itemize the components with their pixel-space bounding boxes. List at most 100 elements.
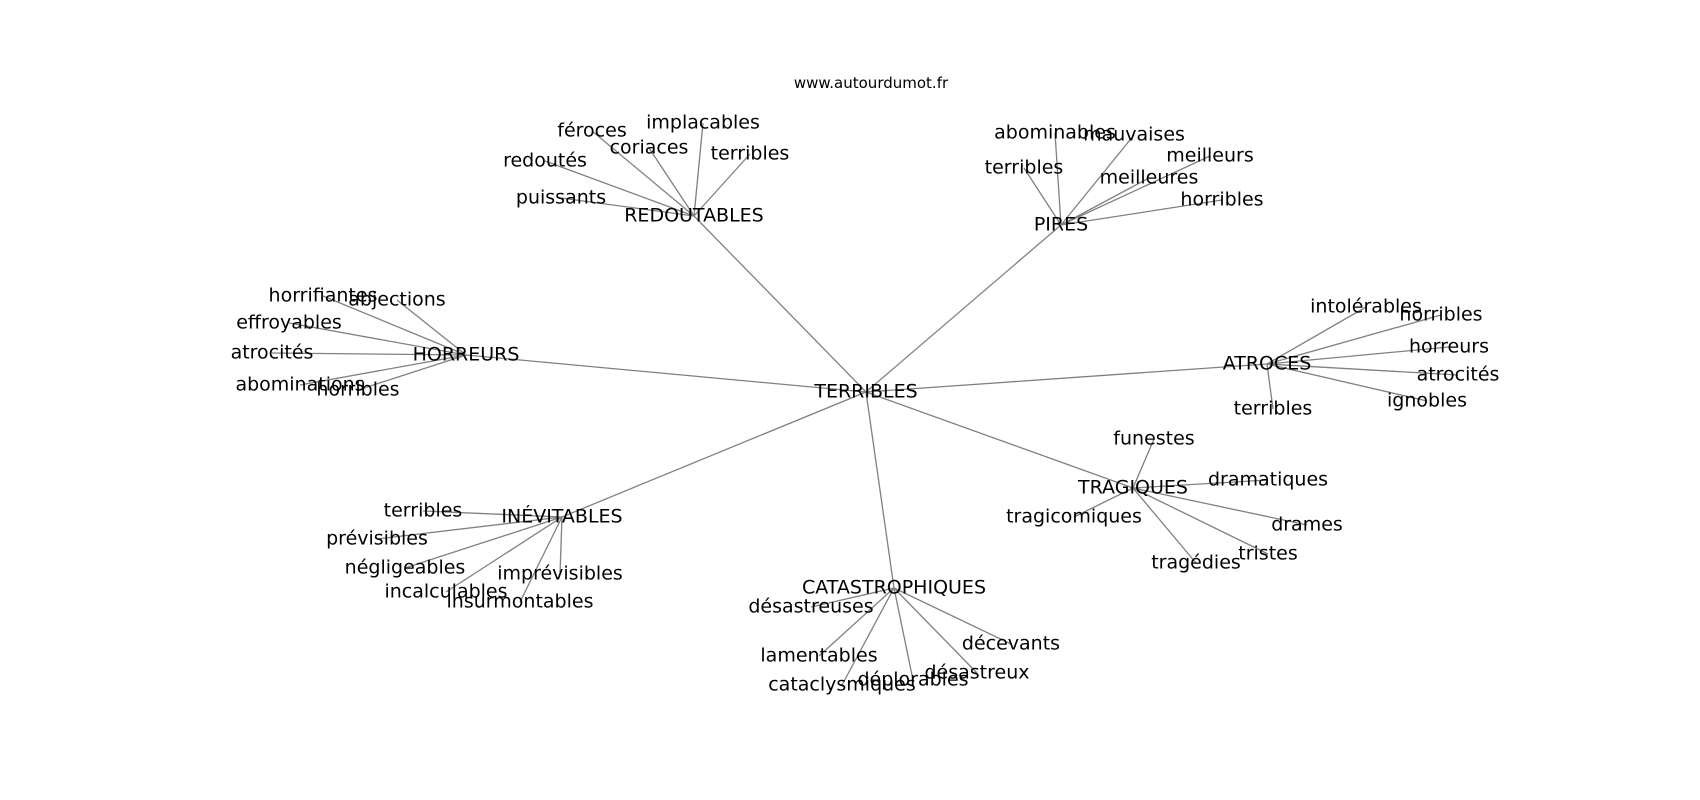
leaf-node[interactable]: meilleures [1100,167,1199,189]
edge-hub-to-leaf [893,587,1012,645]
edge-hub-to-leaf [693,153,751,217]
edge-center-to-hub [865,391,1134,489]
edge-hub-to-leaf [288,322,467,356]
leaf-node[interactable]: intolérables [1310,296,1422,318]
edge-hub-to-leaf [560,197,695,217]
hub-node[interactable]: ATROCES [1223,353,1312,375]
edge-hub-to-leaf [376,516,563,540]
edge-hub-to-leaf [1060,155,1211,226]
edge-center-to-hub [865,391,895,589]
hub-node[interactable]: REDOUTABLES [624,205,764,227]
edge-hub-to-leaf [1023,167,1062,226]
edge-hub-to-leaf [893,587,914,681]
leaf-node[interactable]: puissants [516,187,606,209]
leaf-node[interactable]: terribles [985,157,1064,179]
edge-hub-to-leaf [1060,199,1223,226]
edge-hub-to-leaf [1266,363,1274,410]
leaf-node[interactable]: prévisibles [326,528,428,550]
leaf-node[interactable]: abominables [994,122,1116,144]
edge-center-to-hub [465,354,867,393]
leaf-node[interactable]: désastreuses [748,596,873,618]
edge-hub-to-leaf [445,516,563,593]
edge-hub-to-leaf [591,130,695,217]
hub-node[interactable]: TRAGIQUES [1077,477,1188,499]
leaf-node[interactable]: féroces [557,120,626,142]
edge-hub-to-leaf [322,295,467,356]
edge-hub-to-leaf [818,587,895,657]
edge-hub-to-leaf [1266,306,1367,365]
leaf-node[interactable]: redoutés [503,150,587,172]
graph-edges [271,122,1459,686]
edge-hub-to-leaf [1132,487,1269,555]
edge-hub-to-leaf [1132,487,1308,526]
leaf-node[interactable]: mauvaises [1083,124,1185,146]
center-node[interactable]: TERRIBLES [813,381,917,403]
edge-hub-to-leaf [1060,177,1150,226]
edge-hub-to-leaf [1266,363,1428,402]
website-label[interactable]: www.autourdumot.fr [794,74,949,92]
edge-hub-to-leaf [1054,132,1062,226]
leaf-node[interactable]: négligeables [345,557,466,579]
leaf-node[interactable]: horrifiantes [269,285,378,307]
edge-center-to-hub [561,391,867,518]
leaf-node[interactable]: ignobles [1387,390,1467,412]
leaf-node[interactable]: insurmontables [447,591,594,613]
edge-hub-to-leaf [1132,487,1197,564]
leaf-node[interactable]: tragédies [1151,552,1241,574]
leaf-node[interactable]: horribles [316,379,399,401]
leaf-node[interactable]: effroyables [236,312,342,334]
edge-hub-to-leaf [544,160,695,217]
leaf-node[interactable]: tristes [1238,543,1297,565]
edge-hub-to-leaf [519,516,563,603]
edge-hub-to-leaf [693,122,704,217]
hub-node[interactable]: HORREURS [413,344,520,366]
hub-node[interactable]: CATASTROPHIQUES [802,577,986,599]
graph-labels: www.autourdumot.fr TERRIBLES REDOUTABLES f… [231,74,1500,696]
leaf-node[interactable]: horribles [1180,189,1263,211]
leaf-node[interactable]: horreurs [1409,336,1489,358]
leaf-node[interactable]: incalculables [384,581,507,603]
leaf-node[interactable]: abominations [235,374,364,396]
leaf-node[interactable]: décevants [962,633,1060,655]
leaf-node[interactable]: terribles [1234,398,1313,420]
leaf-node[interactable]: meilleurs [1166,145,1253,167]
leaf-node[interactable]: cataclysmiques [768,674,916,696]
edge-hub-to-leaf [404,516,563,569]
leaf-node[interactable]: coriaces [610,137,689,159]
hub-node[interactable]: INÉVITABLES [501,505,622,528]
edge-hub-to-leaf [1266,314,1442,365]
leaf-node[interactable]: imprévisibles [497,563,623,585]
leaf-node[interactable]: funestes [1113,428,1194,450]
leaf-node[interactable]: atrocités [1417,364,1500,386]
leaf-node[interactable]: horribles [1399,304,1482,326]
edge-hub-to-leaf [1060,134,1135,226]
edge-hub-to-leaf [810,587,895,608]
edge-hub-to-leaf [396,299,467,356]
leaf-node[interactable]: lamentables [760,645,877,667]
hub-node[interactable]: PIRES [1034,214,1088,236]
edge-hub-to-leaf [1266,363,1459,376]
edge-center-to-hub [865,224,1062,393]
edge-hub-to-leaf [271,352,467,356]
edge-hub-to-leaf [1073,487,1134,518]
edge-hub-to-leaf [422,510,563,518]
edge-hub-to-leaf [357,354,467,391]
leaf-node[interactable]: terribles [384,500,463,522]
leaf-node[interactable]: dramatiques [1208,469,1328,491]
edge-center-to-hub [693,215,867,393]
edge-center-to-hub [865,363,1268,393]
edge-hub-to-leaf [841,587,895,686]
leaf-node[interactable]: déplorables [857,669,968,691]
edge-hub-to-leaf [1132,438,1155,489]
edge-hub-to-leaf [559,516,563,575]
leaf-node[interactable]: implacables [646,112,760,134]
edge-hub-to-leaf [1132,479,1269,489]
leaf-node[interactable]: tragicomiques [1006,506,1142,528]
leaf-node[interactable]: atrocités [231,342,314,364]
edge-hub-to-leaf [648,147,695,217]
leaf-node[interactable]: désastreux [924,662,1029,684]
leaf-node[interactable]: terribles [711,143,790,165]
leaf-node[interactable]: abjections [348,289,445,311]
leaf-node[interactable]: drames [1271,514,1343,536]
